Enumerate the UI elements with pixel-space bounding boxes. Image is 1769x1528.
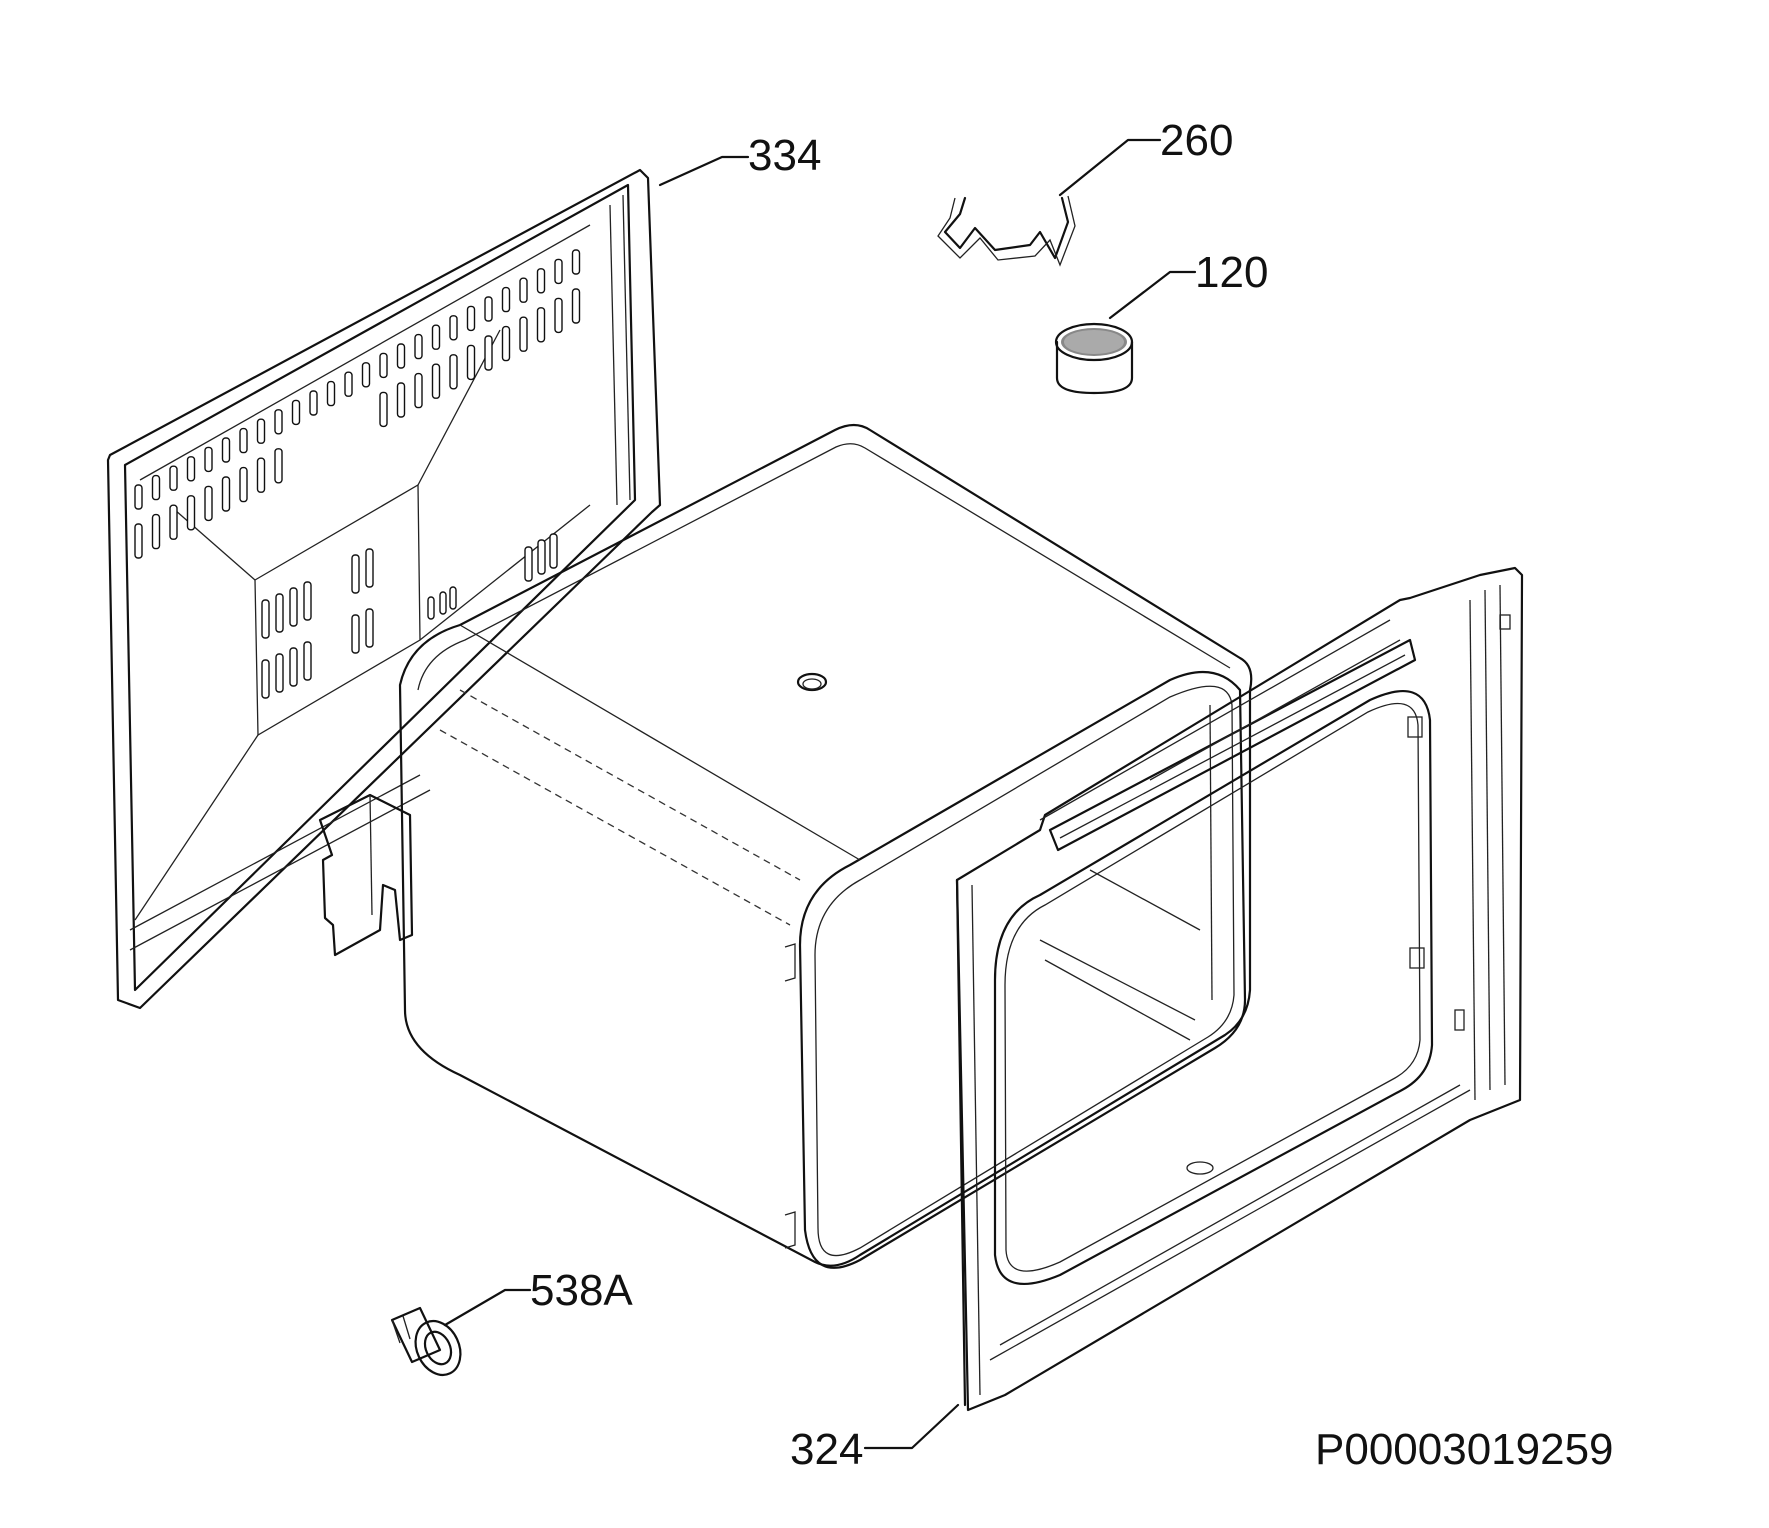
panel-slot	[274, 409, 283, 435]
panel-slot	[256, 418, 266, 444]
panel-slot	[501, 286, 511, 313]
panel-slot	[204, 446, 213, 473]
panel-slot	[536, 268, 546, 294]
leader-538A	[443, 1288, 532, 1327]
panel-slot	[484, 296, 493, 322]
panel-slot	[151, 474, 161, 501]
clip-part	[937, 195, 1076, 267]
label-334: 334	[748, 131, 821, 180]
panel-slot	[169, 504, 178, 540]
panel-slot	[571, 249, 581, 275]
panel-slot	[414, 372, 423, 409]
panel-slot	[554, 297, 563, 334]
panel-slot	[449, 354, 458, 390]
panel-slot	[256, 457, 266, 493]
panel-slot	[344, 371, 353, 397]
label-324: 324	[790, 1425, 863, 1474]
leader-120	[1108, 270, 1197, 320]
panel-slot	[519, 277, 528, 303]
leader-324	[863, 1403, 960, 1450]
panel-slot	[519, 316, 528, 352]
panel-slot	[169, 465, 178, 491]
panel-slot	[414, 333, 423, 360]
panel-slot	[396, 382, 406, 418]
panel-slot	[536, 307, 546, 343]
panel-slot	[221, 437, 231, 463]
panel-slot	[449, 315, 458, 341]
panel-slot	[379, 391, 388, 428]
panel-slot	[186, 495, 196, 531]
label-260: 260	[1160, 116, 1233, 165]
panel-slot	[309, 390, 318, 416]
label-538A: 538A	[530, 1266, 633, 1315]
panel-slot	[151, 513, 161, 550]
leader-260	[1058, 138, 1162, 197]
rear-panel-part	[106, 168, 662, 1010]
panel-slot	[361, 362, 371, 388]
panel-slot	[186, 456, 196, 482]
front-frame-part	[955, 566, 1524, 1412]
panel-slot	[431, 363, 441, 399]
panel-slot	[466, 305, 476, 332]
panel-slot	[291, 399, 301, 426]
panel-slot	[326, 380, 336, 407]
panel-slot	[396, 343, 406, 369]
panel-slot	[204, 485, 213, 522]
panel-slot	[379, 352, 388, 379]
label-120: 120	[1195, 248, 1268, 297]
oven-cavity-part	[398, 423, 1253, 1269]
panel-slot	[274, 448, 283, 484]
filter-part	[1054, 322, 1134, 395]
panel-slot	[431, 324, 441, 350]
panel-slot	[239, 427, 248, 454]
grommet-part	[390, 1306, 462, 1376]
panel-slot	[466, 344, 476, 381]
panel-slot	[239, 466, 248, 503]
drawing-number: P00003019259	[1315, 1425, 1614, 1474]
leader-334	[658, 155, 750, 187]
panel-slot	[571, 288, 581, 324]
panel-slot	[501, 325, 511, 362]
panel-slot	[134, 523, 143, 559]
panel-slot	[484, 335, 493, 371]
panel-slot	[134, 484, 143, 510]
panel-slot	[221, 476, 231, 512]
panel-slot	[554, 258, 563, 285]
